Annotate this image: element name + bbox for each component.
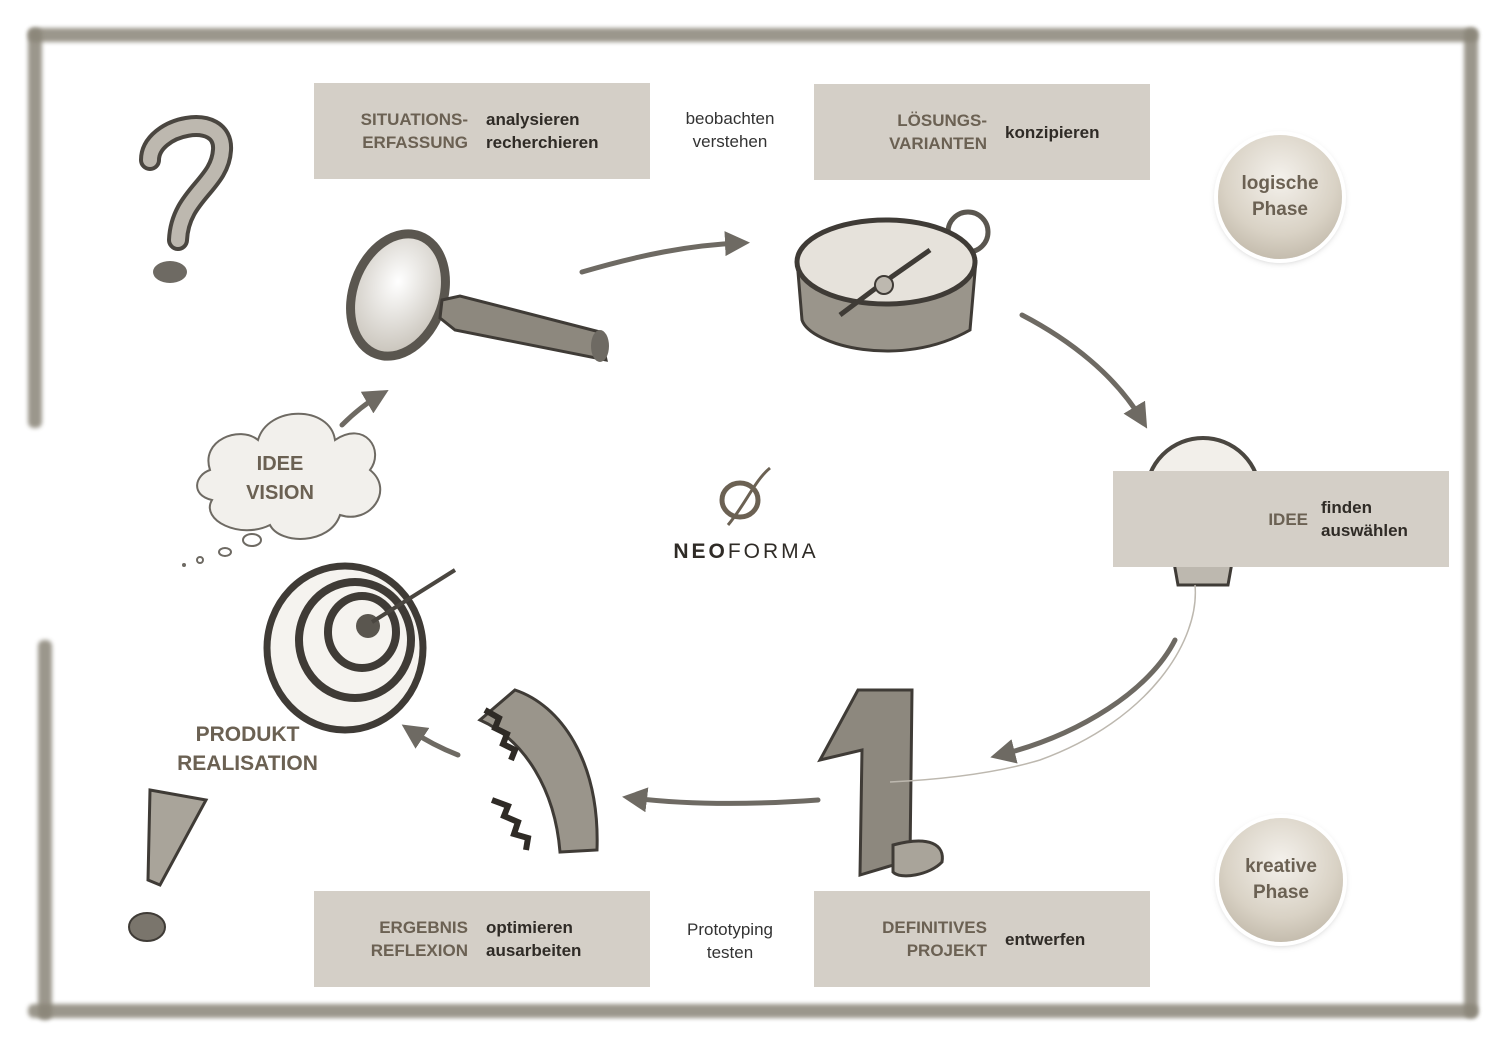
question-mark-icon (139, 115, 233, 283)
frame-left-bar-top (28, 28, 42, 428)
target-icon (263, 562, 457, 734)
mid-bottom-line1: Prototyping (687, 920, 773, 939)
box-idee-val-line2: auswählen (1321, 521, 1408, 540)
produkt-label: PRODUKT REALISATION (165, 720, 330, 778)
box-definitiv-val-line1: entwerfen (1005, 929, 1086, 949)
logo-text-light: FORMA (727, 540, 819, 563)
box-loesung-val-line1: konzipieren (1005, 122, 1100, 142)
box-situation-val-line2: recherchieren (486, 133, 599, 152)
magnifier-icon (346, 229, 609, 362)
mid-bottom-text: Prototyping testen (660, 918, 800, 964)
box-ergebnis-key-line1: ERGEBNIS (379, 918, 468, 937)
box-loesung: LÖSUNGS- VARIANTEN konzipieren (814, 84, 1150, 180)
box-idee-key: IDEE (1113, 508, 1308, 531)
box-definitiv-key: DEFINITIVES PROJEKT (814, 916, 987, 962)
box-situation-val-line1: analysieren (486, 110, 580, 129)
box-definitiv-value: entwerfen (1005, 928, 1085, 951)
box-ergebnis-key-line2: REFLEXION (370, 941, 468, 960)
produkt-label-line1: PRODUKT (195, 723, 300, 746)
compass-icon (794, 209, 991, 353)
box-loesung-value: konzipieren (1005, 121, 1099, 144)
exclamation-mark-icon (128, 788, 209, 942)
frame-top-bar (28, 28, 1478, 42)
box-ergebnis-key: ERGEBNIS REFLEXION (314, 916, 468, 962)
produkt-label-line2: REALISATION (177, 752, 318, 775)
box-idee-value: finden auswählen (1321, 496, 1408, 542)
box-situation-key: SITUATIONS- ERFASSUNG (314, 108, 468, 154)
box-situation: SITUATIONS- ERFASSUNG analysieren recher… (314, 83, 650, 179)
box-definitiv-key-line1: DEFINITIVES (882, 918, 987, 937)
box-definitiv-key-line2: PROJEKT (906, 941, 987, 960)
cycle-guide-lines (889, 584, 1197, 783)
box-situation-key-line2: ERFASSUNG (362, 133, 468, 152)
box-ergebnis-val-line1: optimieren (486, 918, 573, 937)
box-definitiv: DEFINITIVES PROJEKT entwerfen (814, 891, 1150, 987)
idea-cloud-icon (182, 412, 382, 567)
cycle-arrows (339, 231, 1178, 813)
neoforma-logo-glyph (719, 466, 771, 526)
box-loesung-key-line1: LÖSUNGS- (897, 111, 987, 130)
frame-left-bar-bottom (38, 640, 52, 1020)
number-one-icon (817, 688, 944, 878)
mid-top-line2: verstehen (692, 132, 768, 151)
box-loesung-key: LÖSUNGS- VARIANTEN (814, 109, 987, 155)
frame-right-bar (1464, 28, 1478, 1018)
box-idee-val-line1: finden (1321, 498, 1372, 517)
neoforma-logo-text: NEOFORMA (650, 540, 842, 564)
phase-kreativ-line1: kreative (1245, 856, 1317, 877)
box-situation-value: analysieren recherchieren (486, 108, 598, 154)
phase-kreativ-badge: kreative Phase (1219, 818, 1343, 942)
box-idee-key-line1: IDEE (1268, 509, 1308, 529)
box-situation-key-line1: SITUATIONS- (360, 110, 468, 129)
mid-top-text: beobachten verstehen (660, 107, 800, 153)
mid-bottom-line2: testen (706, 943, 754, 962)
mid-top-line1: beobachten (685, 109, 775, 128)
phase-kreativ-line2: Phase (1253, 882, 1309, 903)
box-ergebnis-value: optimieren ausarbeiten (486, 916, 581, 962)
phase-logisch-badge: logische Phase (1218, 135, 1342, 259)
box-idee: IDEE finden auswählen (1113, 471, 1449, 567)
frame-bottom-bar (28, 1004, 1478, 1018)
phase-logisch-line1: logische (1241, 173, 1319, 194)
phase-logisch-line2: Phase (1252, 199, 1308, 220)
cloud-label-line2: VISION (246, 482, 314, 504)
logo-text-bold: NEO (673, 540, 728, 563)
cloud-label: IDEE VISION (230, 450, 330, 508)
box-ergebnis-val-line2: ausarbeiten (486, 941, 582, 960)
box-loesung-key-line2: VARIANTEN (889, 134, 987, 153)
gears-icon (477, 688, 599, 854)
cloud-label-line1: IDEE (256, 453, 304, 475)
box-ergebnis: ERGEBNIS REFLEXION optimieren ausarbeite… (314, 891, 650, 987)
